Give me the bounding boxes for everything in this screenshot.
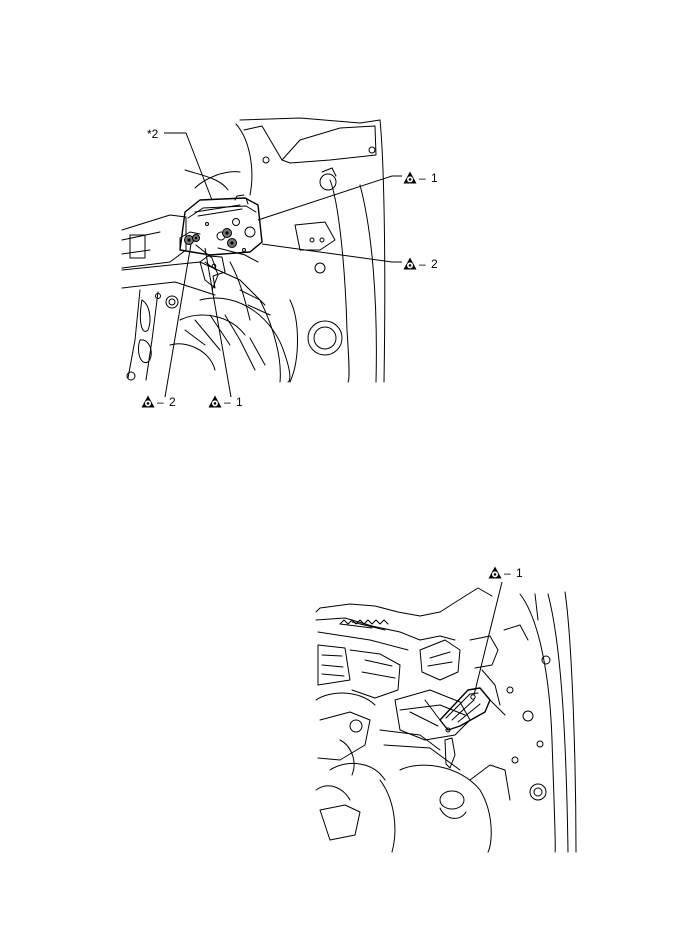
callout-number: 2 xyxy=(169,394,176,409)
callout-number: 1 xyxy=(236,394,243,409)
triangle-with-circle-icon xyxy=(208,395,222,408)
callout-number: 1 xyxy=(431,170,438,185)
callout-number: 2 xyxy=(431,256,438,271)
callout-star2: *2 xyxy=(147,127,158,141)
triangle-with-circle-icon xyxy=(488,566,502,579)
callout-bottom-mid-1: – 1 xyxy=(208,394,243,409)
triangle-with-circle-icon xyxy=(141,395,155,408)
callout-dash: – xyxy=(504,565,511,580)
callout-top-right-1: – 1 xyxy=(403,170,438,185)
callout-bottom-left-2: – 2 xyxy=(141,394,176,409)
callout-number: 1 xyxy=(516,565,523,580)
callout-top-right-2: – 2 xyxy=(403,256,438,271)
callout-bottom-figure-1: – 1 xyxy=(488,565,523,580)
callout-dash: – xyxy=(157,394,164,409)
callout-dash: – xyxy=(224,394,231,409)
triangle-with-circle-icon xyxy=(403,257,417,270)
callout-dash: – xyxy=(419,170,426,185)
triangle-with-circle-icon xyxy=(403,171,417,184)
callout-label: *2 xyxy=(147,127,159,141)
callout-dash: – xyxy=(419,256,426,271)
